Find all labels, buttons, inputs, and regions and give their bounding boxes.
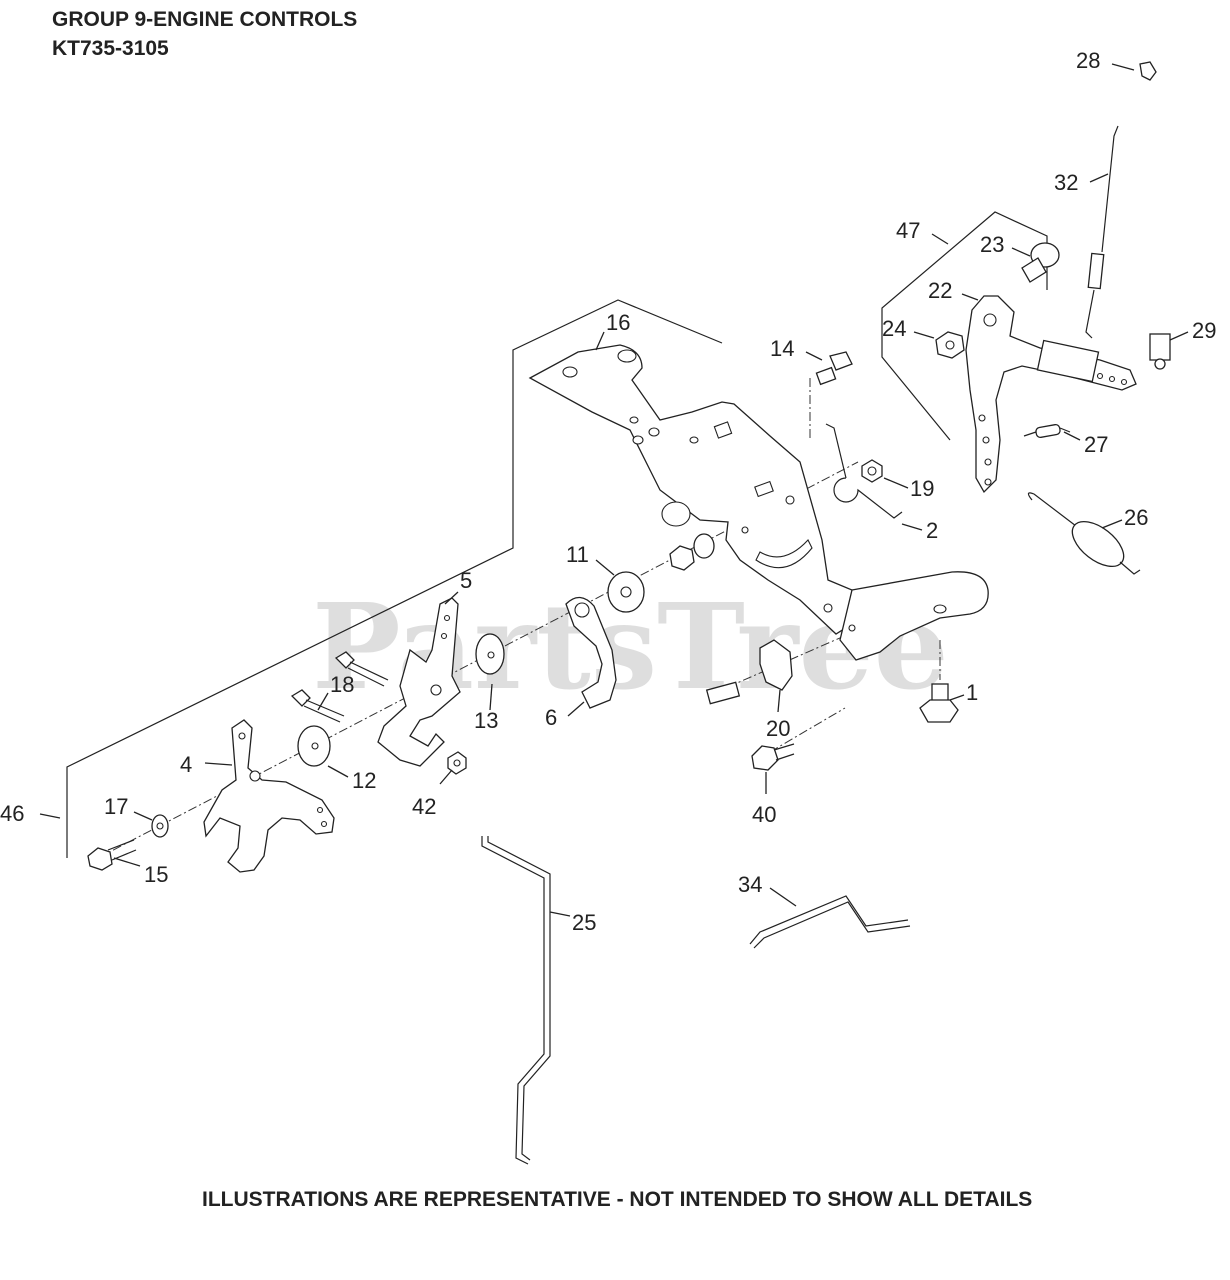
part-22-speed-control-lever bbox=[965, 295, 1137, 494]
part-6-throttle-lever bbox=[565, 596, 617, 709]
part-25-governor-rod bbox=[481, 836, 551, 1165]
part-20-cable-clip bbox=[705, 639, 793, 705]
part-11-washer bbox=[607, 571, 645, 613]
part-17-washer bbox=[151, 814, 169, 838]
callout-5: 5 bbox=[460, 568, 472, 593]
model-number: KT735-3105 bbox=[52, 37, 169, 60]
callout-22: 22 bbox=[928, 278, 952, 303]
part-27-spring bbox=[1023, 423, 1071, 439]
part-42-nut bbox=[447, 751, 467, 775]
callout-16: 16 bbox=[606, 310, 630, 335]
callout-14: 14 bbox=[770, 336, 794, 361]
callout-24: 24 bbox=[882, 316, 906, 341]
part-29-clip bbox=[1149, 333, 1171, 370]
callout-15: 15 bbox=[144, 862, 168, 887]
part-16-control-bracket bbox=[528, 344, 989, 661]
callout-47: 47 bbox=[896, 218, 920, 243]
callout-26: 26 bbox=[1124, 505, 1148, 530]
callout-42: 42 bbox=[412, 794, 436, 819]
callout-40: 40 bbox=[752, 802, 776, 827]
disclaimer-note: ILLUSTRATIONS ARE REPRESENTATIVE - NOT I… bbox=[202, 1188, 1033, 1211]
callout-1: 1 bbox=[966, 680, 978, 705]
callout-25: 25 bbox=[572, 910, 596, 935]
part-18-bolts bbox=[290, 651, 389, 723]
part-24-nut bbox=[935, 331, 965, 359]
callout-32: 32 bbox=[1054, 170, 1078, 195]
assembly-46-outline bbox=[66, 299, 723, 858]
shaft-nut-and-bushing bbox=[669, 533, 715, 571]
part-1-flange-bolt bbox=[919, 683, 959, 723]
part-14-shoulder-bolt bbox=[815, 351, 853, 386]
part-4-governor-lever bbox=[203, 719, 335, 873]
callout-6: 6 bbox=[545, 705, 557, 730]
callout-46: 46 bbox=[0, 801, 24, 826]
part-13-washer bbox=[475, 633, 505, 675]
diagram-title: GROUP 9-ENGINE CONTROLS bbox=[52, 8, 358, 31]
part-19-nut bbox=[861, 459, 883, 483]
callout-13: 13 bbox=[474, 708, 498, 733]
callout-11: 11 bbox=[566, 542, 589, 567]
part-32-governor-spring bbox=[1085, 125, 1119, 339]
callout-18: 18 bbox=[330, 672, 354, 697]
part-15-bolt bbox=[87, 839, 137, 871]
part-34-choke-rod bbox=[749, 895, 911, 949]
part-28-plug bbox=[1139, 61, 1157, 81]
part-12-washer bbox=[297, 725, 331, 767]
part-23-pin bbox=[1021, 242, 1060, 283]
callout-23: 23 bbox=[980, 232, 1004, 257]
callout-34: 34 bbox=[738, 872, 762, 897]
part-5-choke-lever bbox=[377, 597, 461, 767]
callout-28: 28 bbox=[1076, 48, 1100, 73]
callout-12: 12 bbox=[352, 768, 376, 793]
part-26-extension-spring bbox=[1027, 492, 1141, 575]
part-40-flange-bolt bbox=[751, 743, 795, 771]
callout-17: 17 bbox=[104, 794, 128, 819]
callout-2: 2 bbox=[926, 518, 938, 543]
callout-4: 4 bbox=[180, 752, 192, 777]
callout-numbers: 1 2 4 5 6 11 12 13 14 15 16 17 18 19 20 … bbox=[0, 48, 1216, 935]
assembly-47-outline bbox=[881, 211, 1048, 441]
callout-19: 19 bbox=[910, 476, 934, 501]
callout-29: 29 bbox=[1192, 318, 1216, 343]
leader-lines bbox=[39, 63, 1189, 917]
part-2-torsion-spring bbox=[825, 423, 903, 519]
callout-20: 20 bbox=[766, 716, 790, 741]
callout-27: 27 bbox=[1084, 432, 1108, 457]
